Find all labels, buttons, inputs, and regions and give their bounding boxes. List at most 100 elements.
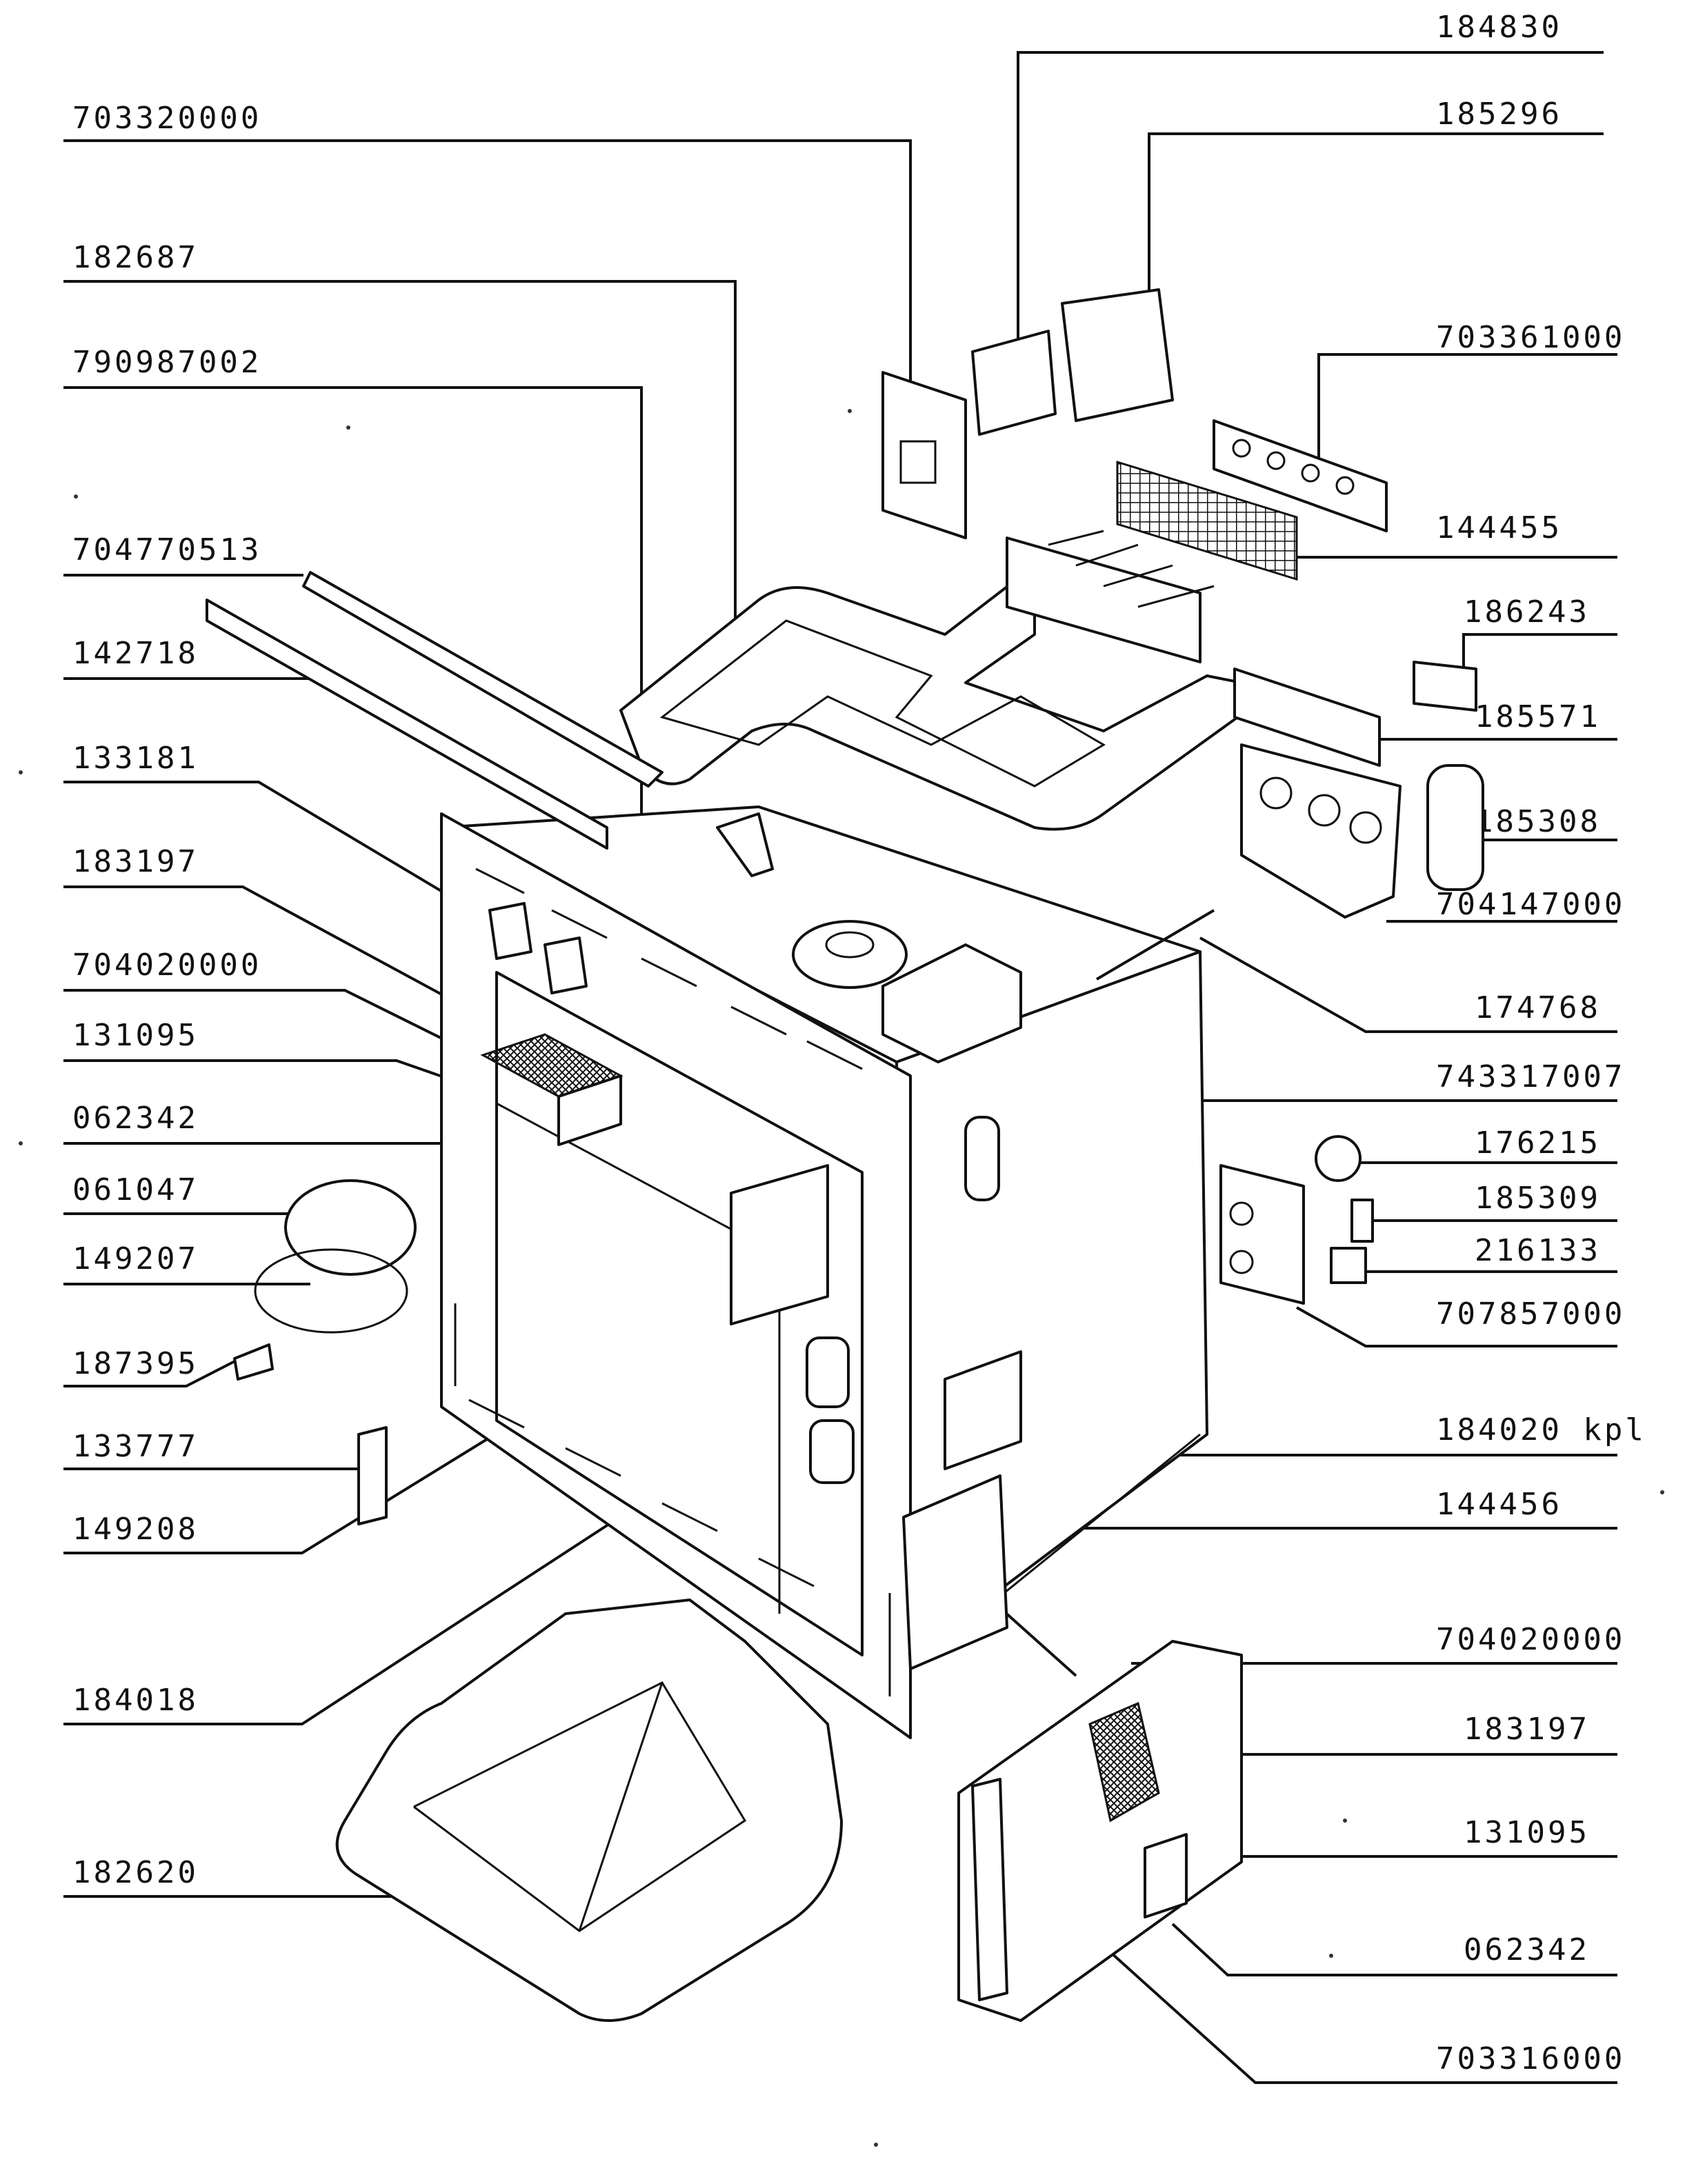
right-labels: 184830 185296 703361000 144455 186243 18…: [1436, 10, 1646, 2076]
leader-lines: [63, 51, 1617, 2084]
part-label: 061047: [72, 1172, 199, 1208]
heating-coil-inner: [659, 619, 1106, 788]
timer-184020-kpl: [944, 1350, 1022, 1470]
leader-line: [1296, 1306, 1617, 1348]
bottom-heating-element: [335, 1599, 843, 2022]
lamp-cover-062342: [557, 1074, 622, 1146]
mesh-filter-144455: [1116, 460, 1298, 581]
part-label: 149207: [72, 1241, 199, 1276]
leader-line: [63, 1356, 243, 1387]
element-terminal: [1048, 530, 1104, 546]
bracket-hole: [1259, 777, 1293, 810]
leader-line: [1047, 1895, 1617, 2084]
part-label: 182687: [72, 240, 199, 275]
part-label: 185308: [1475, 804, 1601, 839]
part-label: 703316000: [1436, 2041, 1625, 2076]
rail-142718: [206, 599, 608, 850]
part-label: 707857000: [1436, 1296, 1625, 1332]
part-label: 185571: [1475, 699, 1601, 734]
leader-line: [1350, 1219, 1617, 1236]
part-label: 062342: [1464, 1932, 1590, 1967]
leader-line: [1171, 1923, 1617, 1976]
terminal-block-185571: [1233, 668, 1381, 767]
element-terminal-plate: [1006, 537, 1202, 663]
plate-slot: [899, 440, 937, 484]
panel-hole: [1335, 476, 1355, 495]
part-label: 790987002: [72, 345, 261, 380]
scan-specks: [19, 409, 1664, 2147]
frame-slot: [468, 1399, 525, 1429]
clip-185309: [1350, 1199, 1374, 1243]
part-label: 185296: [1436, 97, 1562, 132]
panel-hole: [1301, 463, 1320, 483]
part-label: 703361000: [1436, 320, 1625, 355]
lamp-184018: [806, 1336, 850, 1408]
part-label: 174768: [1475, 990, 1601, 1025]
frame-slot: [730, 1005, 787, 1036]
bracket-704147000: [1240, 743, 1402, 919]
part-label: 185309: [1475, 1181, 1601, 1216]
left-labels: 703320000 182687 790987002 704770513 142…: [72, 101, 261, 1890]
part-label: 703320000: [72, 101, 261, 136]
panel-149208: [730, 1164, 829, 1325]
frame-slot: [475, 868, 525, 894]
top-bracket: [716, 812, 774, 877]
lamp-144456: [809, 1419, 855, 1484]
bracket-707857000: [1219, 1164, 1305, 1305]
part-label: 133777: [72, 1429, 199, 1464]
bracket-hole: [1349, 811, 1382, 844]
part-label: 144455: [1436, 510, 1562, 545]
relay-184830: [971, 330, 1057, 436]
part-label: 176215: [1475, 1125, 1601, 1161]
left-accessories: [206, 571, 855, 1525]
leader-line: [1199, 936, 1617, 1033]
part-label: 704770513: [72, 532, 261, 568]
panel-hole: [1266, 451, 1286, 470]
part-label: 131095: [72, 1018, 199, 1053]
lamp-cover-062342-lower: [1144, 1833, 1188, 1918]
right-mid-parts: [944, 1135, 1374, 1470]
hinge-133777: [357, 1426, 388, 1525]
switch-133181: [488, 902, 532, 960]
bracket-hole: [1229, 1250, 1254, 1274]
terminal-216133: [1330, 1247, 1367, 1284]
leader-line: [1462, 633, 1617, 697]
fan-motor-box: [881, 943, 1022, 1063]
transformer-185296: [1061, 288, 1174, 422]
rail-704770513: [302, 571, 664, 788]
lower-side-panel: [957, 1640, 1243, 2022]
part-label: 216133: [1475, 1233, 1601, 1268]
part-label: 131095: [1464, 1815, 1590, 1850]
leader-line: [1317, 353, 1617, 476]
leader-line: [1148, 132, 1604, 317]
leader-line: [63, 139, 912, 400]
switch-183197: [544, 936, 588, 994]
part-label: 144456: [1436, 1487, 1562, 1522]
part-label: 743317007: [1436, 1059, 1625, 1094]
frame-slot: [551, 909, 608, 939]
part-label: 704020000: [72, 948, 261, 983]
panel-hole: [1232, 439, 1251, 458]
leader-line: [63, 781, 498, 925]
back-plate-703320000: [881, 371, 967, 539]
part-label: 186243: [1464, 594, 1590, 630]
top-heating-element: [619, 530, 1277, 831]
panel-703361000: [1213, 419, 1388, 532]
part-label: 184018: [72, 1683, 199, 1718]
part-label: 142718: [72, 636, 199, 671]
capacitor-185308: [1426, 764, 1484, 891]
part-label: 704020000: [1436, 1622, 1625, 1657]
fan-disc: [792, 920, 908, 989]
frame-slot: [661, 1502, 718, 1532]
base-box: [902, 1474, 1008, 1670]
side-panel-rail: [971, 1778, 1008, 2001]
part-label: 062342: [72, 1101, 199, 1136]
clip-186243: [1413, 661, 1477, 712]
rod-174768: [1095, 909, 1215, 981]
side-pin: [964, 1116, 1000, 1201]
part-label: 184020 kpl: [1436, 1412, 1646, 1447]
heating-coil: [619, 564, 1277, 831]
part-label: 149208: [72, 1512, 199, 1547]
part-label: 704147000: [1436, 887, 1625, 922]
